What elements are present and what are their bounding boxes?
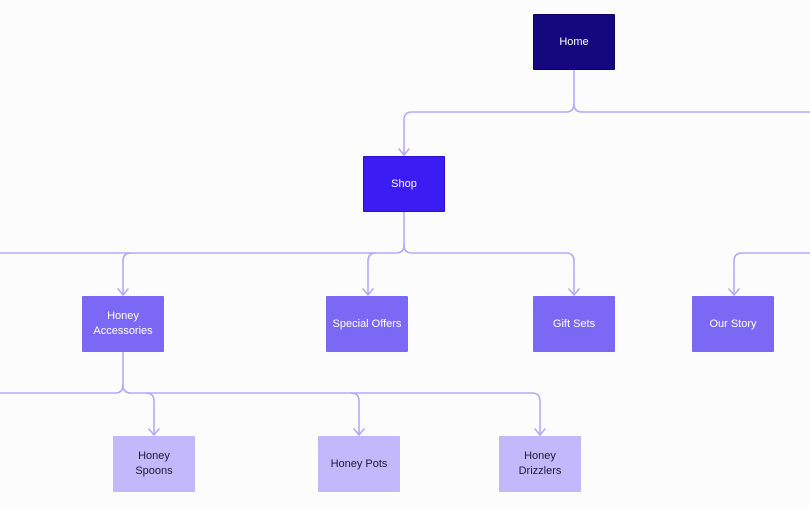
connector-shop-special-offers — [367, 252, 377, 295]
arrowhead-honey-pots — [353, 428, 365, 436]
node-shop[interactable]: Shop — [363, 156, 445, 212]
connector-shop-honey-accessories — [122, 252, 132, 295]
node-gift-sets-label: Gift Sets — [552, 317, 596, 330]
arrowhead-honey-drizzlers — [534, 428, 546, 436]
node-honey-pots-label: Honey Pots — [330, 457, 388, 470]
connector-shop-gift-sets — [403, 244, 575, 295]
node-honey-accessories[interactable]: Honey Accessories — [82, 296, 164, 352]
connector-shop-offscreen-left — [0, 210, 405, 254]
node-honey-pots[interactable]: Honey Pots — [318, 436, 400, 492]
node-shop-label: Shop — [391, 177, 417, 190]
arrowhead-our-story — [728, 288, 740, 296]
node-honey-accessories-label: Honey Accessories — [93, 310, 153, 337]
arrowhead-special-offers — [362, 288, 374, 296]
node-gift-sets[interactable]: Gift Sets — [533, 296, 615, 352]
node-home[interactable]: Home — [533, 14, 615, 70]
node-honey-drizzlers-label: Honey Drizzlers — [518, 450, 562, 477]
connector-home-offscreen-right — [573, 103, 810, 113]
node-special-offers-label: Special Offers — [332, 317, 402, 330]
node-honey-spoons-label: Honey Spoons — [135, 450, 173, 477]
node-honey-drizzlers[interactable]: Honey Drizzlers — [499, 436, 581, 492]
node-home-label: Home — [559, 35, 589, 48]
arrowhead-gift-sets — [568, 288, 580, 296]
connector-accessories-honey-pots — [145, 392, 360, 435]
node-special-offers[interactable]: Special Offers — [326, 296, 408, 352]
node-our-story[interactable]: Our Story — [692, 296, 774, 352]
connector-home-shop — [403, 68, 575, 155]
arrowhead-honey-accessories — [117, 288, 129, 296]
connector-accessories-offscreen-left — [0, 350, 124, 394]
arrowhead-shop — [398, 148, 410, 156]
node-honey-spoons[interactable]: Honey Spoons — [113, 436, 195, 492]
connector-offscreen-our-story — [733, 252, 810, 295]
connector-accessories-honey-drizzlers — [350, 392, 541, 435]
node-our-story-label: Our Story — [709, 317, 757, 330]
arrowhead-honey-spoons — [148, 428, 160, 436]
